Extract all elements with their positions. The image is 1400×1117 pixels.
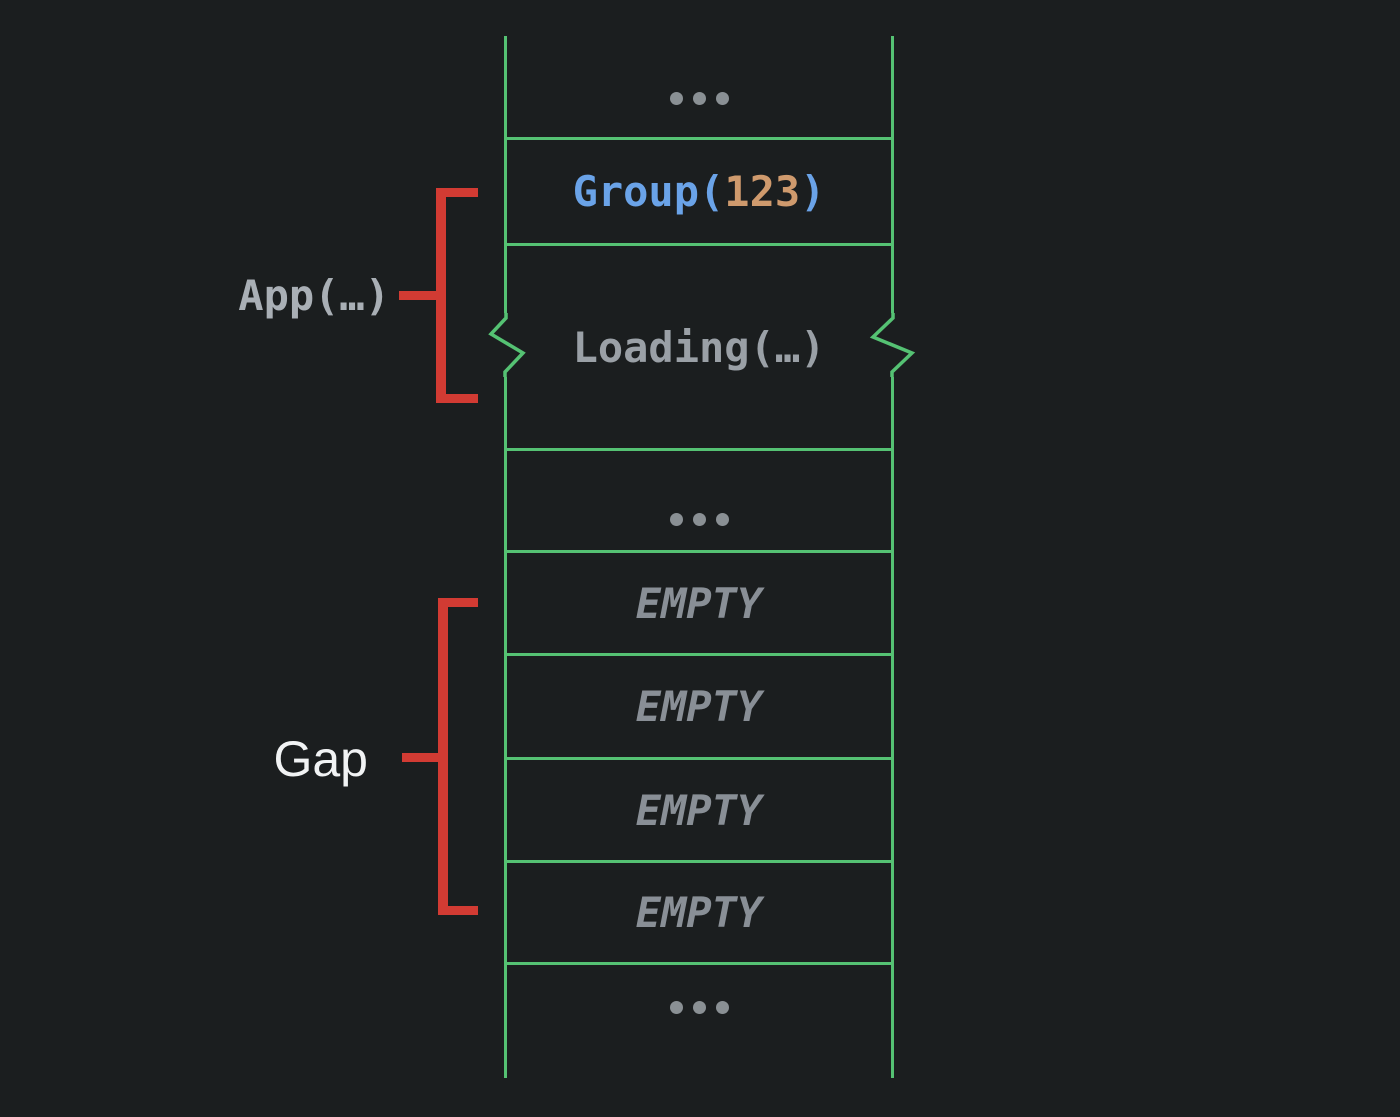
ellipsis-icon <box>669 513 729 526</box>
ellipsis-icon <box>669 92 729 105</box>
empty-text: EMPTY <box>635 578 763 628</box>
group-close-paren-text: ) <box>800 167 826 216</box>
stack-cell-empty-1: EMPTY <box>504 550 894 653</box>
app-label: App(…) <box>238 271 390 320</box>
stack-cell-group: Group(123) <box>504 137 894 243</box>
empty-text: EMPTY <box>635 888 763 937</box>
break-zigzag-icon <box>481 313 531 377</box>
stack-cell-ellipsis-top <box>504 36 894 137</box>
stack-cell-ellipsis-bottom <box>504 962 894 1078</box>
memory-stack: Group(123) Loading(…) EMPTY EMPTY EMPTY … <box>504 36 894 1078</box>
stack-cell-loading: Loading(…) <box>504 243 894 448</box>
stack-cell-empty-2: EMPTY <box>504 653 894 757</box>
gap-bracket-tick <box>402 753 438 762</box>
app-bracket <box>436 188 478 403</box>
ellipsis-icon <box>669 1001 729 1014</box>
empty-text: EMPTY <box>635 682 763 731</box>
group-cell-text: Group(123) <box>573 167 826 216</box>
group-argument-text: 123 <box>724 167 801 216</box>
loading-text: Loading(…) <box>572 322 826 372</box>
app-bracket-tick <box>399 291 436 300</box>
stack-cell-empty-4: EMPTY <box>504 860 894 962</box>
group-function-text: Group( <box>572 167 725 216</box>
gap-label: Gap <box>273 731 368 787</box>
break-zigzag-icon <box>864 313 922 377</box>
empty-text: EMPTY <box>635 785 763 835</box>
stack-cell-empty-3: EMPTY <box>504 757 894 860</box>
stack-cell-ellipsis-middle <box>504 448 894 550</box>
gap-bracket <box>438 598 478 915</box>
